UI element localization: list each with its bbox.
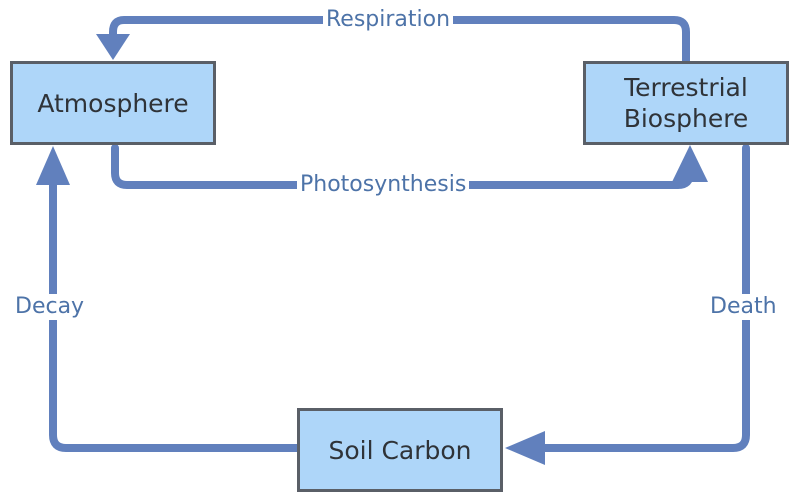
respiration-arrowhead [96,34,130,60]
terrestrial-biosphere-label-line2: Biosphere [623,104,749,133]
decay-label: Decay [12,294,88,320]
respiration-label: Respiration [323,7,454,33]
terrestrial-biosphere-node: Terrestrial Biosphere [583,61,789,145]
decay-arrow [49,164,302,452]
decay-arrowhead [36,146,70,185]
photosynthesis-arrowhead [672,145,708,182]
soil-carbon-label: Soil Carbon [328,435,472,465]
death-label: Death [707,294,780,320]
terrestrial-biosphere-label-line1: Terrestrial [624,73,748,102]
soil-carbon-node: Soil Carbon [297,408,503,492]
atmosphere-label: Atmosphere [37,88,189,118]
atmosphere-node: Atmosphere [10,61,216,145]
death-arrow [524,144,750,452]
death-arrowhead [505,431,545,465]
photosynthesis-label: Photosynthesis [297,172,470,198]
